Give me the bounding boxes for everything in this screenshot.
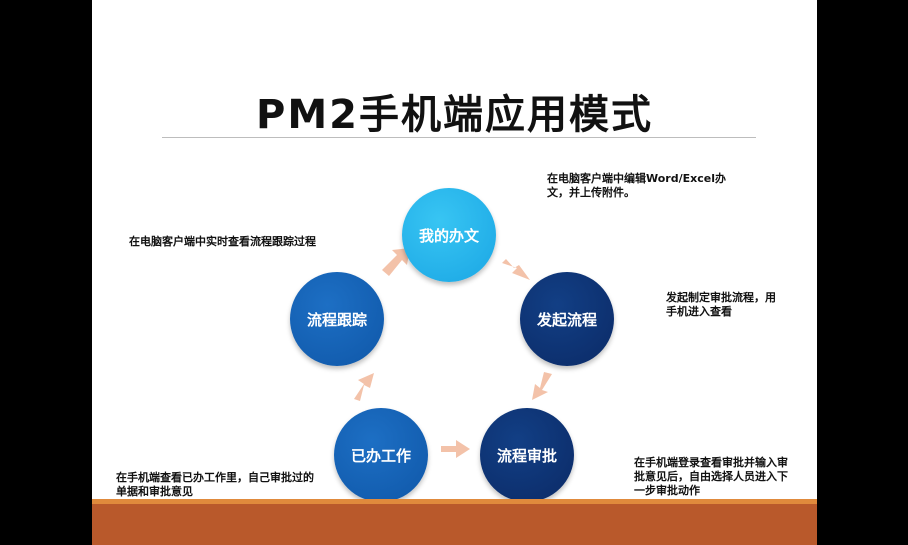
title-divider [162, 137, 756, 138]
node-my-work[interactable]: 我的办文 [402, 188, 496, 282]
note-approve-flow: 在手机端登录查看审批并输入审批意见后，自由选择人员进入下一步审批动作 [634, 456, 788, 497]
arrow-mywork-to-launch [502, 259, 530, 280]
footer-accent-line [92, 499, 817, 504]
node-approve-flow-label: 流程审批 [496, 446, 557, 465]
arrow-launch-to-approve [532, 372, 552, 400]
arrow-done-to-track [354, 373, 374, 401]
note-done-work: 在手机端查看已办工作里，自己审批过的单据和审批意见 [116, 471, 314, 498]
arrow-approve-to-done [441, 440, 470, 458]
note-my-work: 在电脑客户端中编辑Word/Excel办文，并上传附件。 [547, 172, 726, 199]
node-approve-flow[interactable]: 流程审批 [480, 408, 574, 502]
arrow-track-to-mywork [382, 248, 410, 276]
node-track-flow-label: 流程跟踪 [306, 310, 367, 329]
node-done-work-label: 已办工作 [350, 446, 411, 465]
node-launch-flow[interactable]: 发起流程 [520, 272, 614, 366]
node-launch-flow-label: 发起流程 [536, 310, 597, 329]
slide-title: PM2手机端应用模式 [256, 92, 653, 138]
slide-footer-bar [92, 504, 817, 545]
note-track-flow: 在电脑客户端中实时查看流程跟踪过程 [129, 235, 316, 248]
node-my-work-label: 我的办文 [418, 226, 479, 245]
slide: PM2手机端应用模式 我的办文 发起流程 流程审批 已办工作 流程跟踪 在电脑客… [92, 0, 817, 545]
node-track-flow[interactable]: 流程跟踪 [290, 272, 384, 366]
cycle-arrows [354, 248, 552, 458]
note-launch-flow: 发起制定审批流程，用手机进入查看 [666, 291, 776, 318]
node-done-work[interactable]: 已办工作 [334, 408, 428, 502]
